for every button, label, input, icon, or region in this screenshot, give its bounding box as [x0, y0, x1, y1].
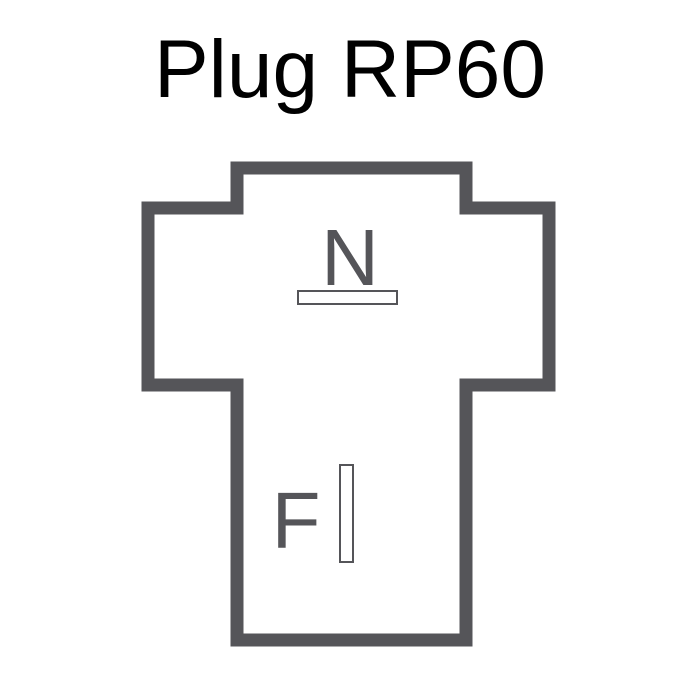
pin-f-label: F — [272, 476, 321, 565]
pin-f-slot — [339, 464, 354, 563]
diagram-title: Plug RP60 — [153, 24, 547, 115]
pin-n-slot — [297, 290, 398, 305]
plug-outline — [141, 161, 556, 647]
pin-n-label: N — [321, 213, 379, 302]
